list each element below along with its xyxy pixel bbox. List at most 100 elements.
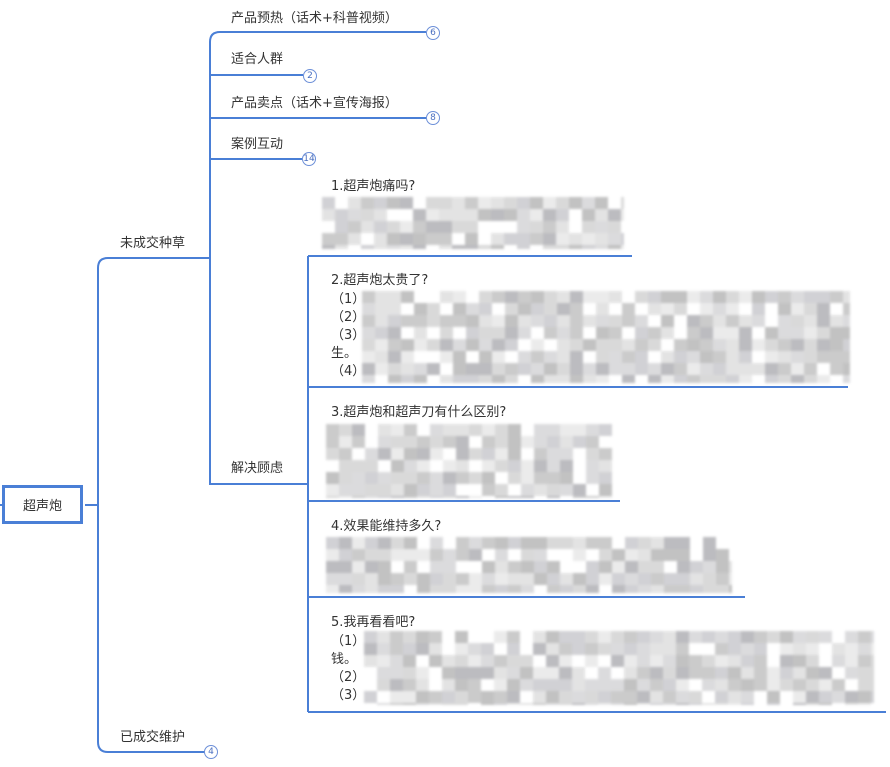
pixel-cell <box>819 703 832 705</box>
pixel-cell <box>624 703 637 705</box>
pixel-cell <box>728 655 741 667</box>
pixel-cell <box>518 303 531 315</box>
pixel-cell <box>404 424 417 436</box>
pixel-cell <box>352 460 365 472</box>
faq-3-title[interactable]: 3.超声炮和超声刀有什么区别? <box>331 405 507 420</box>
pixel-cell <box>430 537 443 549</box>
pixel-cell <box>482 460 495 472</box>
pixel-cell <box>378 472 391 484</box>
pixel-cell <box>533 691 546 703</box>
pixel-cell <box>507 691 520 703</box>
pixel-cell <box>804 363 817 375</box>
topic-2-label[interactable]: 适合人群 <box>231 52 284 67</box>
pixel-cell <box>504 233 517 245</box>
pixel-cell <box>689 703 702 705</box>
pixel-cell <box>417 549 430 561</box>
pixel-cell <box>326 448 339 460</box>
topic-3-label[interactable]: 产品卖点（话术+宣传海报） <box>231 96 398 111</box>
pixel-cell <box>700 327 713 339</box>
pixel-cell <box>728 691 741 703</box>
faq-4-title[interactable]: 4.效果能维持多久? <box>331 519 442 534</box>
faq-2-line-3: （3） <box>331 328 366 343</box>
pixel-cell <box>504 197 517 209</box>
pixel-cell <box>650 679 663 691</box>
pixel-cell <box>819 667 832 679</box>
pixel-cell <box>612 549 625 561</box>
pixel-cell <box>544 363 557 375</box>
pixel-cell <box>780 655 793 667</box>
pixel-cell <box>583 363 596 375</box>
badge-topic-2[interactable]: 2 <box>303 69 317 83</box>
pixel-cell <box>479 339 492 351</box>
topic-4-label[interactable]: 案例互动 <box>231 137 284 152</box>
pixel-cell <box>517 197 530 209</box>
pixel-cell <box>611 703 624 705</box>
badge-completed-count[interactable]: 4 <box>204 745 218 759</box>
pixel-cell <box>752 315 765 327</box>
pixel-cell <box>703 537 716 549</box>
pixel-cell <box>596 375 609 383</box>
pixel-cell <box>700 351 713 363</box>
pixel-cell <box>572 691 585 703</box>
pixel-cell <box>456 448 469 460</box>
pixel-cell <box>364 691 377 703</box>
pixel-cell <box>624 631 637 643</box>
pixel-cell <box>481 643 494 655</box>
pixel-cell <box>728 643 741 655</box>
root-node[interactable]: 超声炮 <box>2 485 83 524</box>
pixel-cell <box>361 245 374 249</box>
pixel-cell <box>845 703 858 705</box>
pixel-cell <box>663 631 676 643</box>
pixel-cell <box>426 209 439 221</box>
pixel-cell <box>339 573 352 585</box>
pixel-cell <box>440 327 453 339</box>
pixel-cell <box>713 315 726 327</box>
pixel-cell <box>547 561 560 573</box>
pixel-cell <box>648 327 661 339</box>
badge-topic-4[interactable]: 14 <box>302 152 316 166</box>
pixel-cell <box>452 245 465 249</box>
faq-1-title[interactable]: 1.超声炮痛吗? <box>331 179 416 194</box>
pixel-cell <box>559 691 572 703</box>
faq-2-title[interactable]: 2.超声炮太贵了? <box>331 273 429 288</box>
pixel-cell <box>726 291 739 303</box>
pixel-cell <box>390 703 403 705</box>
pixel-cell <box>716 561 729 573</box>
pixel-cell <box>661 327 674 339</box>
pixel-cell <box>817 351 830 363</box>
pixel-cell <box>598 679 611 691</box>
pixel-cell <box>625 573 638 585</box>
badge-topic-1[interactable]: 6 <box>426 26 440 40</box>
branch-completed[interactable]: 已成交维护 <box>120 730 186 745</box>
pixel-cell <box>534 573 547 585</box>
pixel-cell <box>676 655 689 667</box>
pixel-cell <box>430 496 443 498</box>
pixel-cell <box>348 209 361 221</box>
topic-5-label[interactable]: 解决顾虑 <box>231 461 284 476</box>
pixel-cell <box>624 667 637 679</box>
pixel-cell <box>830 291 843 303</box>
pixel-cell <box>505 327 518 339</box>
pixel-cell <box>352 549 365 561</box>
pixel-cell <box>546 667 559 679</box>
branch-uncompleted[interactable]: 未成交种草 <box>120 236 186 251</box>
pixel-cell <box>700 375 713 383</box>
pixel-cell <box>413 233 426 245</box>
faq-5-title[interactable]: 5.我再看看吧? <box>331 615 416 630</box>
pixel-cell <box>674 375 687 383</box>
topic-1-label[interactable]: 产品预热（话术+科普视频） <box>231 11 398 26</box>
pixel-cell <box>596 327 609 339</box>
pixel-cell <box>621 197 624 209</box>
pixel-cell <box>426 233 439 245</box>
pixel-cell <box>374 209 387 221</box>
pixel-cell <box>843 291 850 303</box>
pixel-cell <box>858 655 871 667</box>
pixel-cell <box>427 363 440 375</box>
pixel-cell <box>651 537 664 549</box>
badge-topic-3[interactable]: 8 <box>426 111 440 125</box>
pixel-cell <box>427 303 440 315</box>
pixel-cell <box>702 631 715 643</box>
pixel-cell <box>495 537 508 549</box>
pixel-cell <box>534 436 547 448</box>
pixel-cell <box>322 233 335 245</box>
